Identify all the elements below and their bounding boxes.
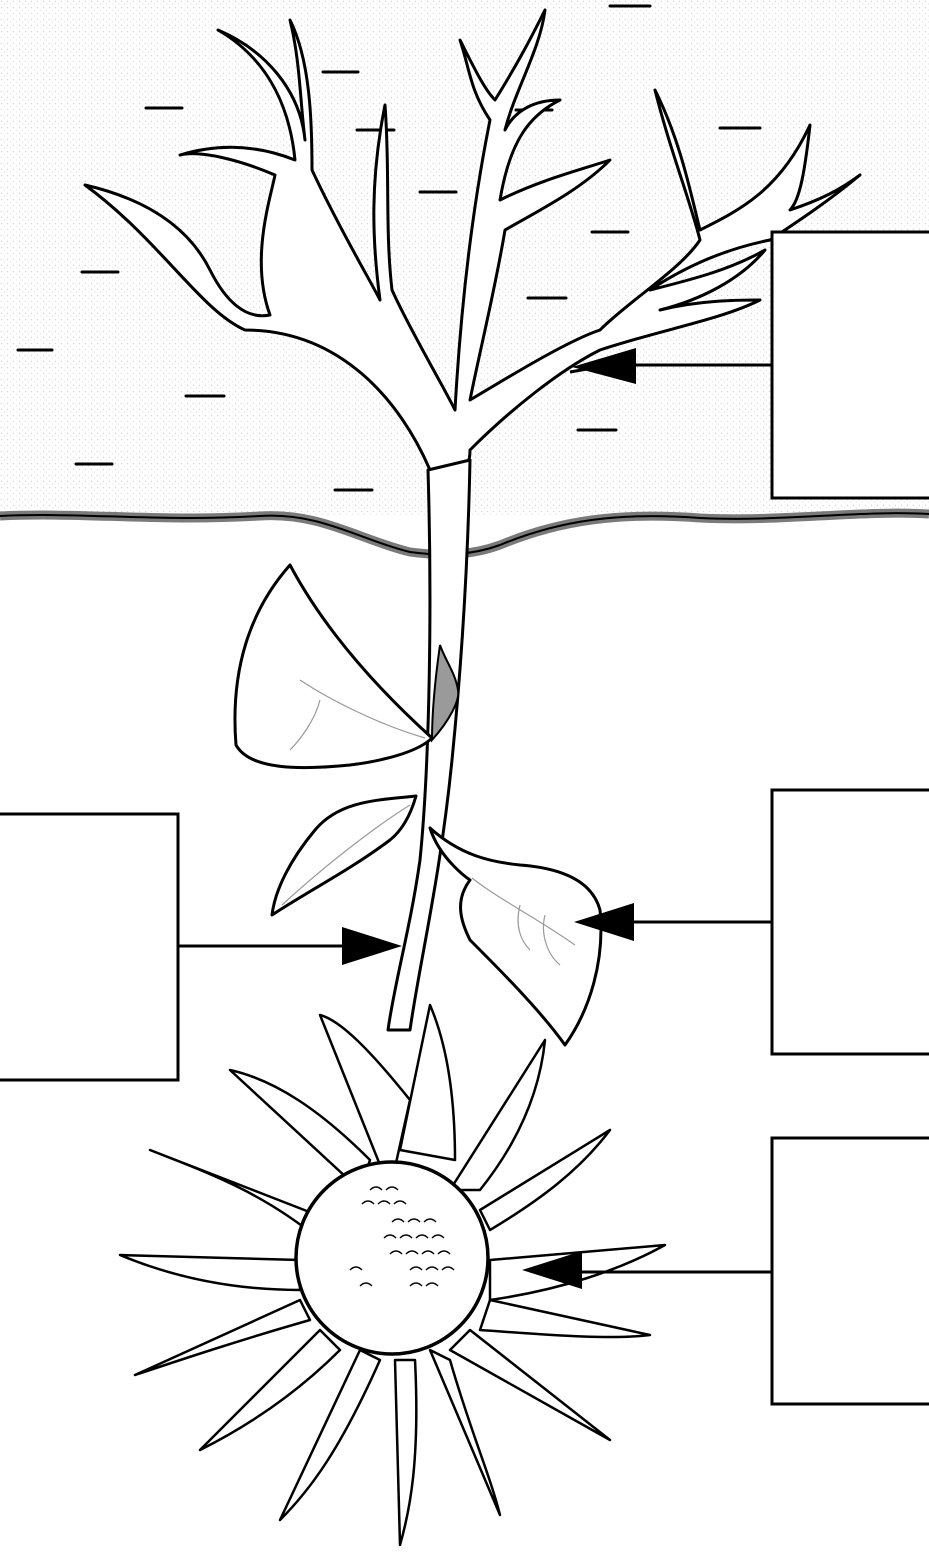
flower-center — [296, 1162, 488, 1354]
stem-arrow-head — [342, 927, 402, 965]
leaf-label-group — [574, 790, 929, 1054]
flower[interactable] — [120, 1005, 665, 1545]
flower-label-group — [522, 1138, 929, 1404]
upper-leaf — [235, 565, 432, 768]
right-leaf[interactable] — [430, 828, 601, 1045]
roots-label-box[interactable] — [772, 232, 929, 498]
flower-label-box[interactable] — [772, 1138, 929, 1404]
stem-label-box[interactable] — [0, 814, 178, 1080]
middle-leaf — [272, 796, 416, 915]
leaf-label-box[interactable] — [772, 790, 929, 1054]
